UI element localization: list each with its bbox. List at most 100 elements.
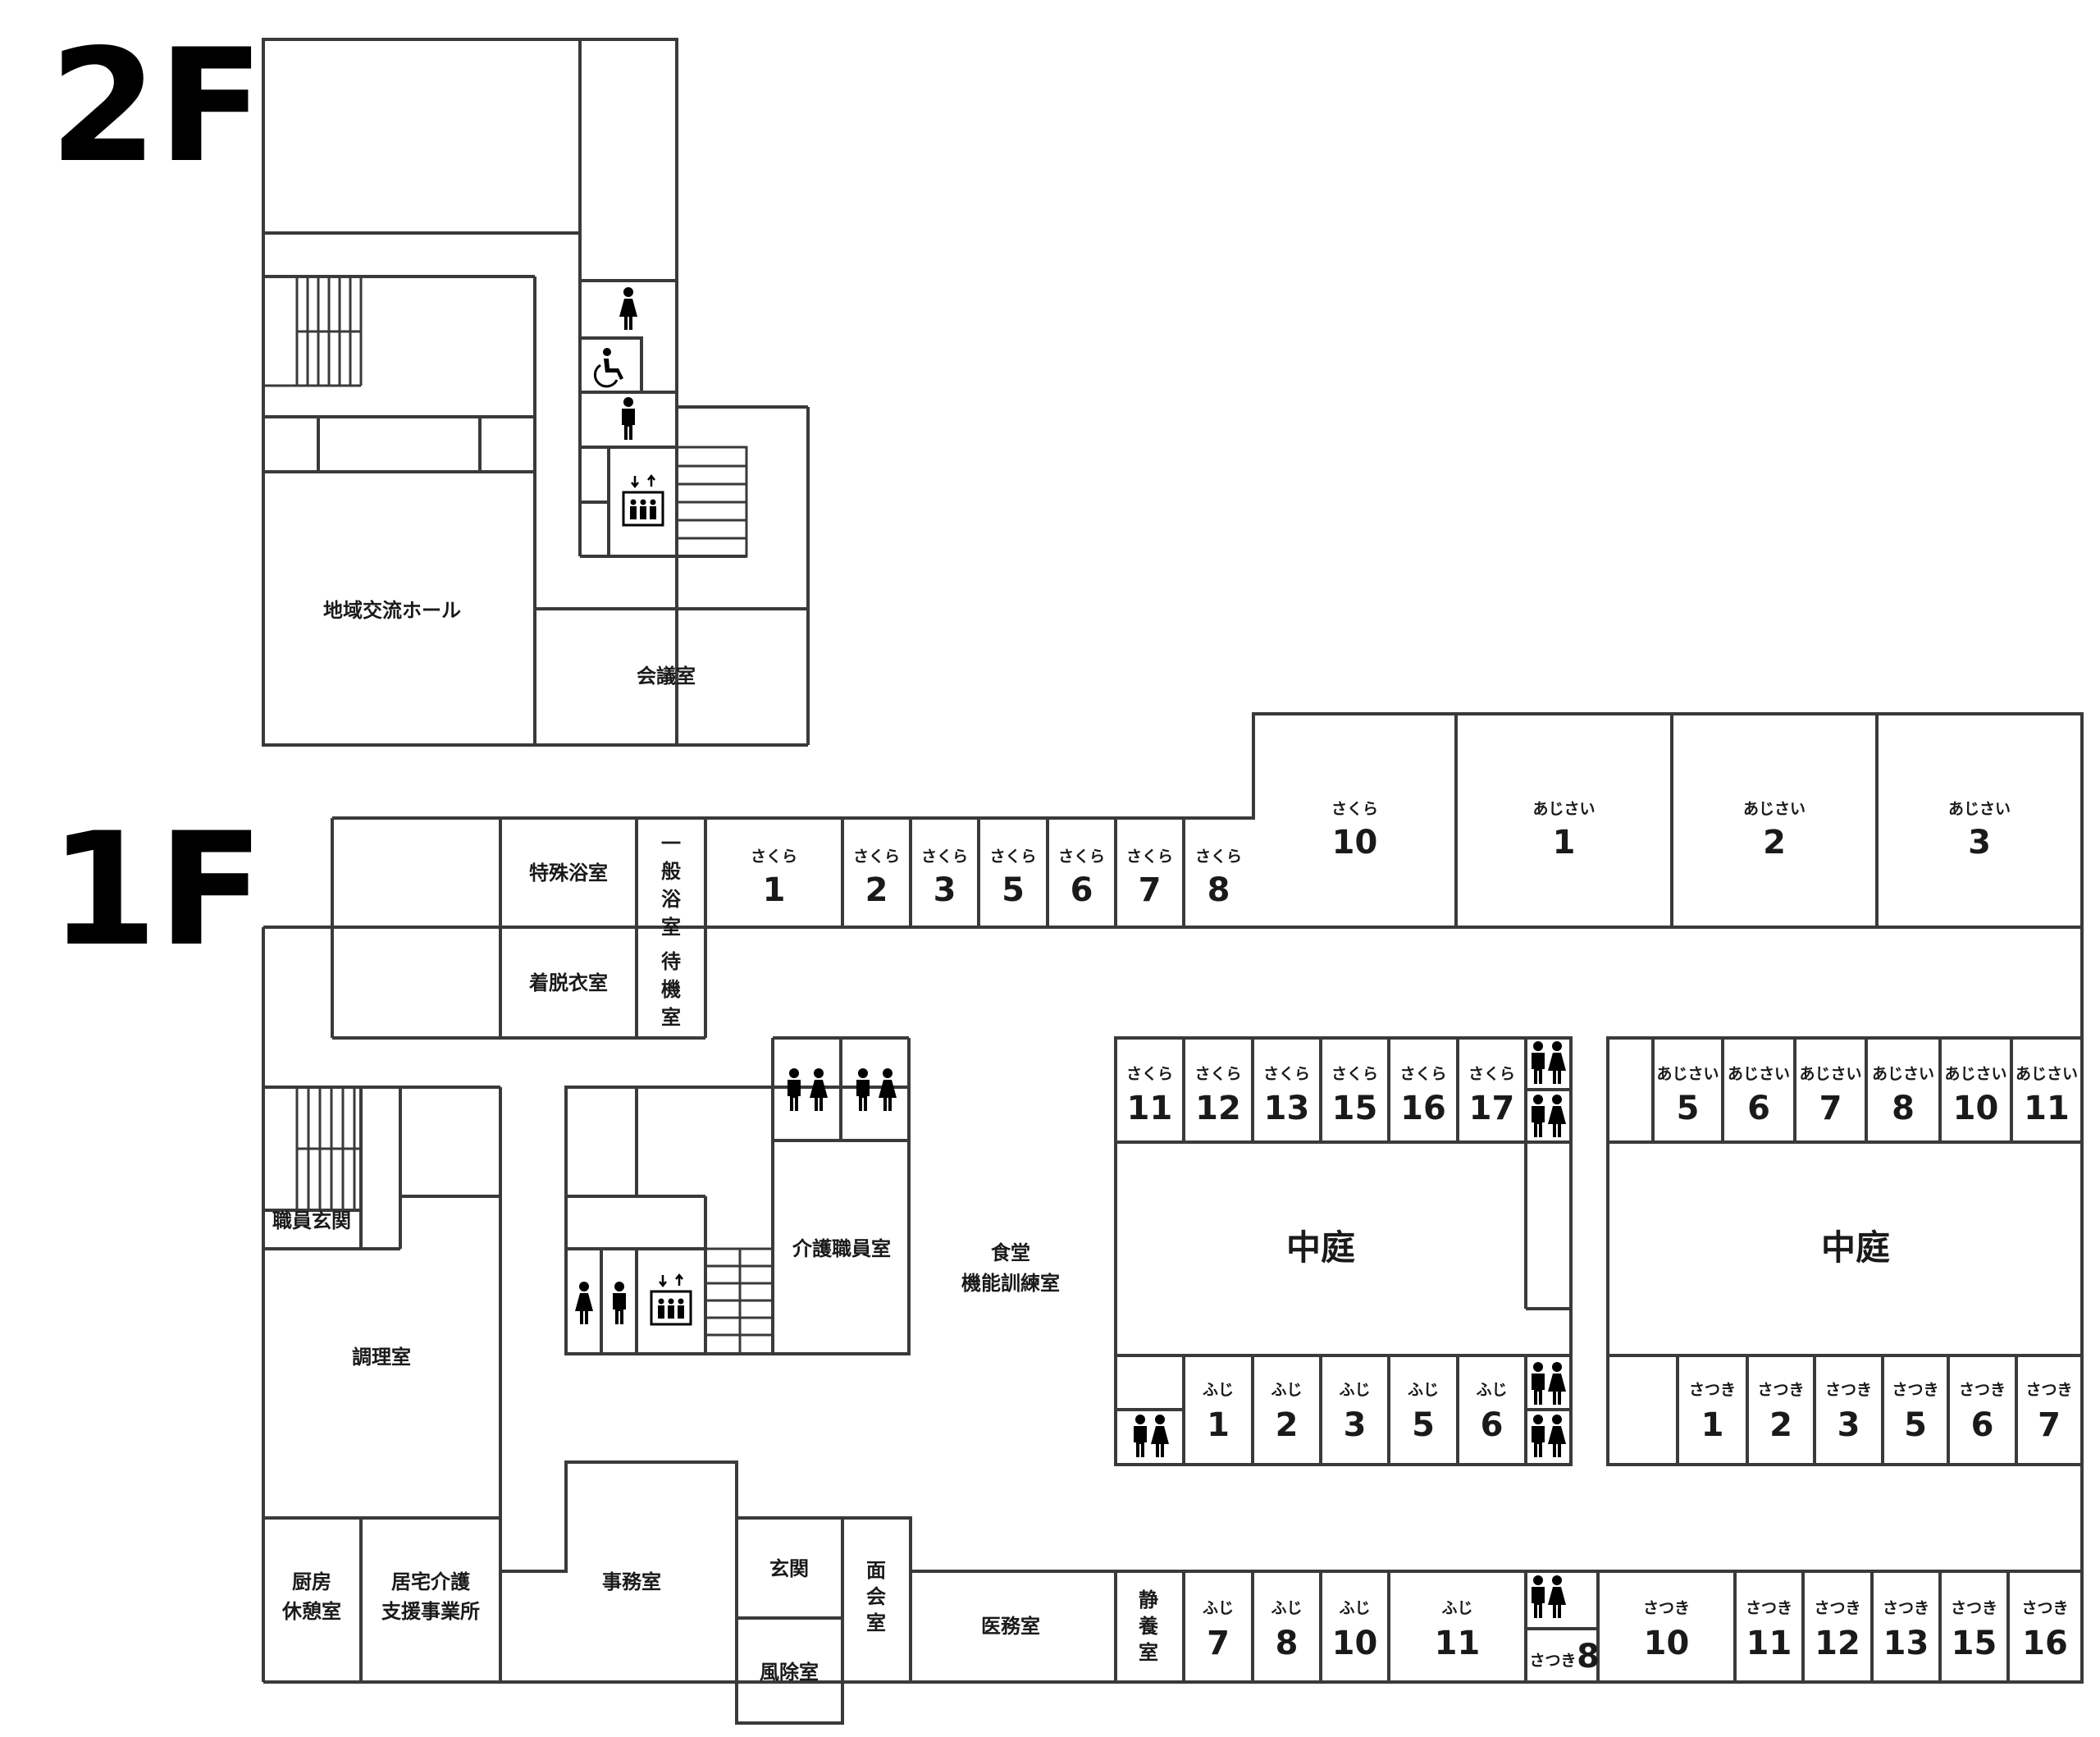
sakura-room-name: さくら	[751, 848, 797, 866]
sakura-room-name: さくら	[1126, 1065, 1173, 1083]
satsuki-room-name: さつき	[1746, 1599, 1792, 1617]
satsuki-room-name: さつき	[1814, 1599, 1860, 1617]
room-windbreak: 風除室	[760, 1661, 819, 1684]
satsuki-room-number: 12	[1815, 1625, 1860, 1662]
male-toilet-icon	[856, 1068, 870, 1111]
room-general-bath: 浴	[661, 888, 682, 911]
sakura-room-number: 8	[1208, 871, 1230, 909]
sakura-room-number: 3	[934, 871, 956, 909]
sakura-room-name: さくら	[921, 848, 968, 866]
satsuki-room-number: 13	[1883, 1625, 1929, 1662]
sakura-room-name: さくら	[1468, 1065, 1515, 1083]
fuji-room-number: 8	[1276, 1625, 1299, 1662]
staircase-icon	[675, 446, 748, 558]
room-waiting: 待	[661, 950, 681, 973]
female-toilet-icon	[1548, 1095, 1566, 1137]
sakura-room-name: さくら	[989, 848, 1036, 866]
room-general-bath: 一	[661, 832, 681, 855]
male-toilet-icon	[788, 1068, 801, 1111]
male-toilet-icon	[622, 397, 635, 440]
satsuki-room-number: 2	[1769, 1406, 1792, 1444]
room-kitchen-break: 厨房	[292, 1570, 331, 1593]
room-general-bath: 室	[661, 916, 681, 939]
fuji-room-number: 10	[1332, 1625, 1378, 1662]
room-dressing: 着脱衣室	[529, 971, 608, 994]
floor-2f	[262, 38, 810, 747]
male-toilet-icon	[1532, 1095, 1545, 1137]
ajisai-room-number: 10	[1953, 1090, 1999, 1127]
fuji-room-name: ふじ	[1203, 1381, 1234, 1399]
sakura-room-number: 7	[1139, 871, 1162, 909]
satsuki-room-name: さつき	[1951, 1599, 1997, 1617]
satsuki-room-name: さつき	[1643, 1599, 1690, 1617]
fuji-room-name: ふじ	[1271, 1381, 1302, 1399]
satsuki-room-number: 15	[1952, 1625, 1997, 1662]
sakura-room-number: 5	[1002, 871, 1025, 909]
female-toilet-icon	[810, 1068, 828, 1111]
room-general-bath: 般	[661, 860, 681, 883]
ajisai-room-number: 2	[1763, 824, 1786, 862]
floor-label-1f: 1F	[49, 799, 264, 980]
room-meeting: 会議室	[637, 665, 696, 688]
satsuki-room-name: さつき	[1883, 1599, 1929, 1617]
male-toilet-icon	[1532, 1041, 1545, 1084]
staircase-icon	[295, 1087, 361, 1210]
ajisai-room-number: 11	[2024, 1090, 2070, 1127]
ajisai-room-name: あじさい	[1532, 800, 1595, 818]
satsuki-room-name: さつき	[1825, 1381, 1872, 1399]
sakura-room-name: さくら	[853, 848, 900, 866]
fuji-room-name: ふじ	[1203, 1599, 1234, 1617]
sakura-room-number: 16	[1400, 1090, 1446, 1127]
sakura-room-number: 6	[1071, 871, 1093, 909]
fuji-room-number: 6	[1481, 1406, 1504, 1444]
satsuki-room-number: 3	[1838, 1406, 1860, 1444]
sakura-room-number: 12	[1195, 1090, 1241, 1127]
sakura-room-number: 15	[1332, 1090, 1378, 1127]
ajisai-room-number: 7	[1819, 1090, 1842, 1127]
room-rest: 静	[1139, 1588, 1158, 1611]
sakura-room-name: さくら	[1195, 848, 1242, 866]
room-waiting: 機	[661, 978, 681, 1001]
female-toilet-icon	[1151, 1415, 1169, 1457]
ajisai-room-name: あじさい	[1743, 800, 1806, 818]
room-visit: 会	[866, 1585, 886, 1608]
ajisai-room-number: 6	[1747, 1090, 1770, 1127]
female-toilet-icon	[1548, 1415, 1566, 1457]
elevator-icon	[650, 1273, 692, 1326]
satsuki-room-number: 5	[1904, 1406, 1927, 1444]
male-toilet-icon	[613, 1282, 626, 1324]
sakura-room-name: さくら	[1126, 848, 1173, 866]
female-toilet-icon	[1548, 1575, 1566, 1618]
male-toilet-icon	[1532, 1415, 1545, 1457]
room-care-staff: 介護職員室	[792, 1237, 891, 1260]
room-office: 事務室	[602, 1570, 661, 1593]
room-cooking: 調理室	[352, 1346, 411, 1369]
sakura-room-name: さくら	[1399, 1065, 1446, 1083]
resident-rooms: さくら1さくら2さくら3さくら5さくら6さくら7さくら8さくら10あじさい1あじ…	[751, 800, 2078, 1675]
ajisai-room-name: あじさい	[1872, 1065, 1934, 1083]
ajisai-room-name: あじさい	[1728, 1065, 1790, 1083]
staircase-icon	[705, 1247, 774, 1354]
female-toilet-icon	[879, 1068, 897, 1111]
satsuki-room-name: さつき	[1689, 1381, 1736, 1399]
satsuki-room-name: さつき	[2021, 1599, 2068, 1617]
sakura-room-number: 13	[1264, 1090, 1310, 1127]
fuji-room-number: 1	[1207, 1406, 1230, 1444]
sakura-room-name: さくら	[1058, 848, 1105, 866]
fuji-room-name: ふじ	[1339, 1381, 1370, 1399]
fuji-room-number: 11	[1435, 1625, 1481, 1662]
sakura-room-name: さくら	[1331, 1065, 1378, 1083]
satsuki-room-name: さつき	[1529, 1652, 1576, 1670]
ajisai-room-name: あじさい	[1656, 1065, 1719, 1083]
room-hall: 地域交流ホール	[323, 599, 461, 622]
room-rest: 養	[1139, 1615, 1158, 1638]
male-toilet-icon	[1532, 1575, 1545, 1618]
room-training: 機能訓練室	[961, 1272, 1060, 1295]
room-medical: 医務室	[981, 1615, 1040, 1638]
female-toilet-icon	[1548, 1362, 1566, 1405]
satsuki-room-number: 11	[1746, 1625, 1792, 1662]
satsuki-room-number: 10	[1644, 1625, 1690, 1662]
room-rest: 室	[1139, 1641, 1158, 1664]
fuji-room-number: 3	[1344, 1406, 1367, 1444]
